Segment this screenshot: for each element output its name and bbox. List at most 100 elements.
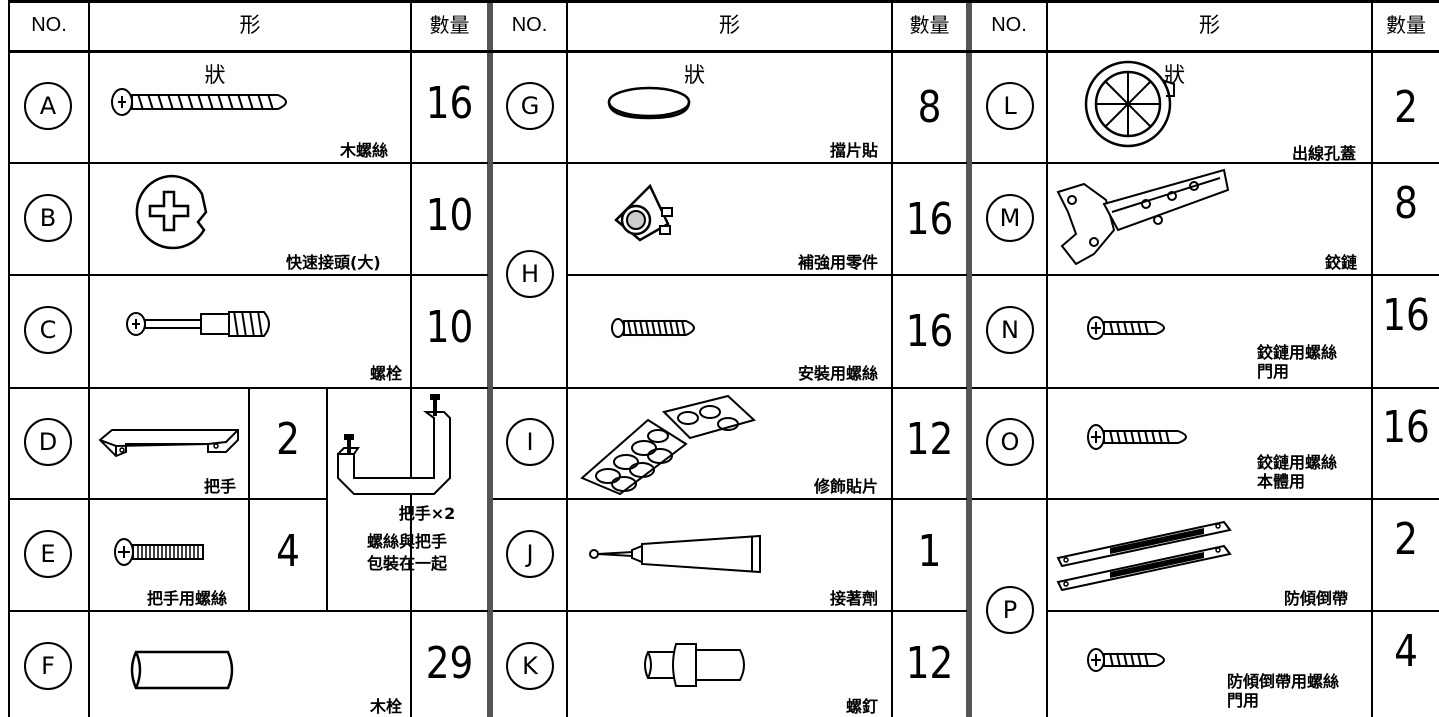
- quantity: 12: [905, 638, 954, 689]
- header-shape: 形 狀: [1164, 13, 1381, 87]
- quantity: 16: [1382, 402, 1430, 453]
- part-id-badge: F: [24, 642, 72, 690]
- quantity: 4: [276, 526, 300, 577]
- part-id-badge: A: [24, 82, 72, 130]
- part-label: 防傾倒帶: [1284, 589, 1349, 608]
- part-label: 把手: [204, 477, 237, 496]
- decorative-pads-icon: [578, 392, 768, 496]
- row-divider: [8, 162, 488, 164]
- part-id-badge: H: [506, 250, 554, 298]
- cam-lock-icon: [132, 172, 212, 252]
- part-label-line: 本體用: [1257, 472, 1306, 491]
- row-divider: [972, 387, 1439, 389]
- reinforcement-part-icon: [610, 180, 680, 250]
- part-label: 木螺絲: [340, 141, 389, 160]
- row-divider: [493, 610, 967, 612]
- part-id-badge: I: [506, 418, 554, 466]
- header-no: NO.: [31, 14, 67, 36]
- header-qty: 數量: [909, 13, 950, 37]
- part-label-line: 門用: [1227, 691, 1260, 710]
- note-line: 包裝在一起: [366, 554, 447, 573]
- column-divider: [566, 0, 568, 717]
- anti-tip-screw-icon: [1086, 646, 1178, 674]
- wood-screw-icon: [108, 84, 298, 120]
- part-label: 修飾貼片: [814, 477, 879, 496]
- row-divider: [493, 498, 967, 500]
- header-divider: [8, 50, 1439, 53]
- column-divider: [1371, 0, 1373, 717]
- quantity: 16: [1382, 290, 1430, 341]
- anti-tip-strap-icon: [1054, 516, 1234, 596]
- row-divider: [8, 274, 488, 276]
- column-divider: [410, 0, 412, 717]
- row-divider: [1046, 610, 1439, 612]
- mounting-screw-icon: [610, 314, 706, 342]
- section-divider: [487, 0, 493, 717]
- handle-note: 把手×2 螺絲與把手 包裝在一起: [332, 503, 482, 575]
- hinge-screw-door-icon: [1086, 314, 1178, 342]
- part-label: 鉸鏈用螺絲 本體用: [1257, 453, 1337, 491]
- part-label: 螺釘: [846, 697, 879, 716]
- row-divider: [493, 387, 967, 389]
- column-divider: [891, 0, 893, 717]
- part-label: 補強用零件: [798, 253, 879, 272]
- table-border: [8, 0, 10, 717]
- quantity: 10: [425, 190, 474, 241]
- part-id-badge: O: [986, 418, 1034, 466]
- part-label: 快速接頭(大): [286, 253, 381, 272]
- note-line: 螺絲與把手: [366, 532, 447, 551]
- quantity: 29: [425, 638, 474, 689]
- note-line: 把手×2: [398, 504, 456, 523]
- hinge-icon: [1054, 164, 1230, 272]
- header-shape: 形 狀: [204, 13, 422, 87]
- quantity: 16: [905, 306, 954, 357]
- quantity: 16: [905, 194, 954, 245]
- handle-icon: [96, 418, 246, 464]
- glue-tube-icon: [588, 530, 768, 578]
- part-label-line: 鉸鏈用螺絲: [1257, 343, 1338, 362]
- quantity: 16: [425, 78, 474, 129]
- quantity: 10: [425, 302, 474, 353]
- quantity: 8: [1394, 178, 1418, 229]
- part-id-badge: D: [24, 418, 72, 466]
- column-divider: [1046, 0, 1048, 717]
- part-label: 接著劑: [830, 589, 879, 608]
- part-label-line: 鉸鏈用螺絲: [1257, 453, 1338, 472]
- handle-screw-icon: [112, 536, 212, 568]
- part-id-badge: M: [986, 194, 1034, 242]
- section-divider: [966, 0, 972, 717]
- quantity: 12: [905, 414, 954, 465]
- row-divider: [972, 498, 1439, 500]
- header-qty: 數量: [1386, 13, 1426, 37]
- part-label: 防傾倒帶用螺絲 門用: [1227, 672, 1339, 710]
- quantity: 2: [1394, 82, 1418, 133]
- part-id-badge: L: [986, 82, 1034, 130]
- hinge-screw-body-icon: [1086, 422, 1198, 452]
- part-id-badge: G: [506, 82, 554, 130]
- peg-icon: [640, 640, 760, 690]
- quantity: 2: [1394, 514, 1418, 565]
- part-label: 出線孔蓋: [1292, 144, 1357, 163]
- quantity: 4: [1394, 626, 1418, 677]
- bolt-icon: [124, 306, 284, 342]
- header-no: NO.: [511, 14, 548, 36]
- header-shape: 形 狀: [684, 13, 901, 87]
- quantity: 2: [276, 414, 300, 465]
- row-divider: [566, 274, 967, 276]
- part-label: 擋片貼: [830, 141, 879, 160]
- row-divider: [972, 274, 1439, 276]
- part-label: 安裝用螺絲: [798, 364, 879, 383]
- cover-sticker-icon: [606, 84, 692, 124]
- row-divider: [8, 387, 488, 389]
- header-no: NO.: [991, 14, 1027, 36]
- part-id-badge: C: [24, 306, 72, 354]
- header-qty: 數量: [429, 13, 470, 37]
- part-label: 螺栓: [370, 364, 403, 383]
- row-divider: [972, 162, 1439, 164]
- quantity: 8: [917, 82, 942, 133]
- part-label: 把手用螺絲: [147, 589, 228, 608]
- quantity: 1: [917, 526, 942, 577]
- part-label: 鉸鏈用螺絲 門用: [1257, 343, 1337, 381]
- column-divider: [88, 0, 90, 717]
